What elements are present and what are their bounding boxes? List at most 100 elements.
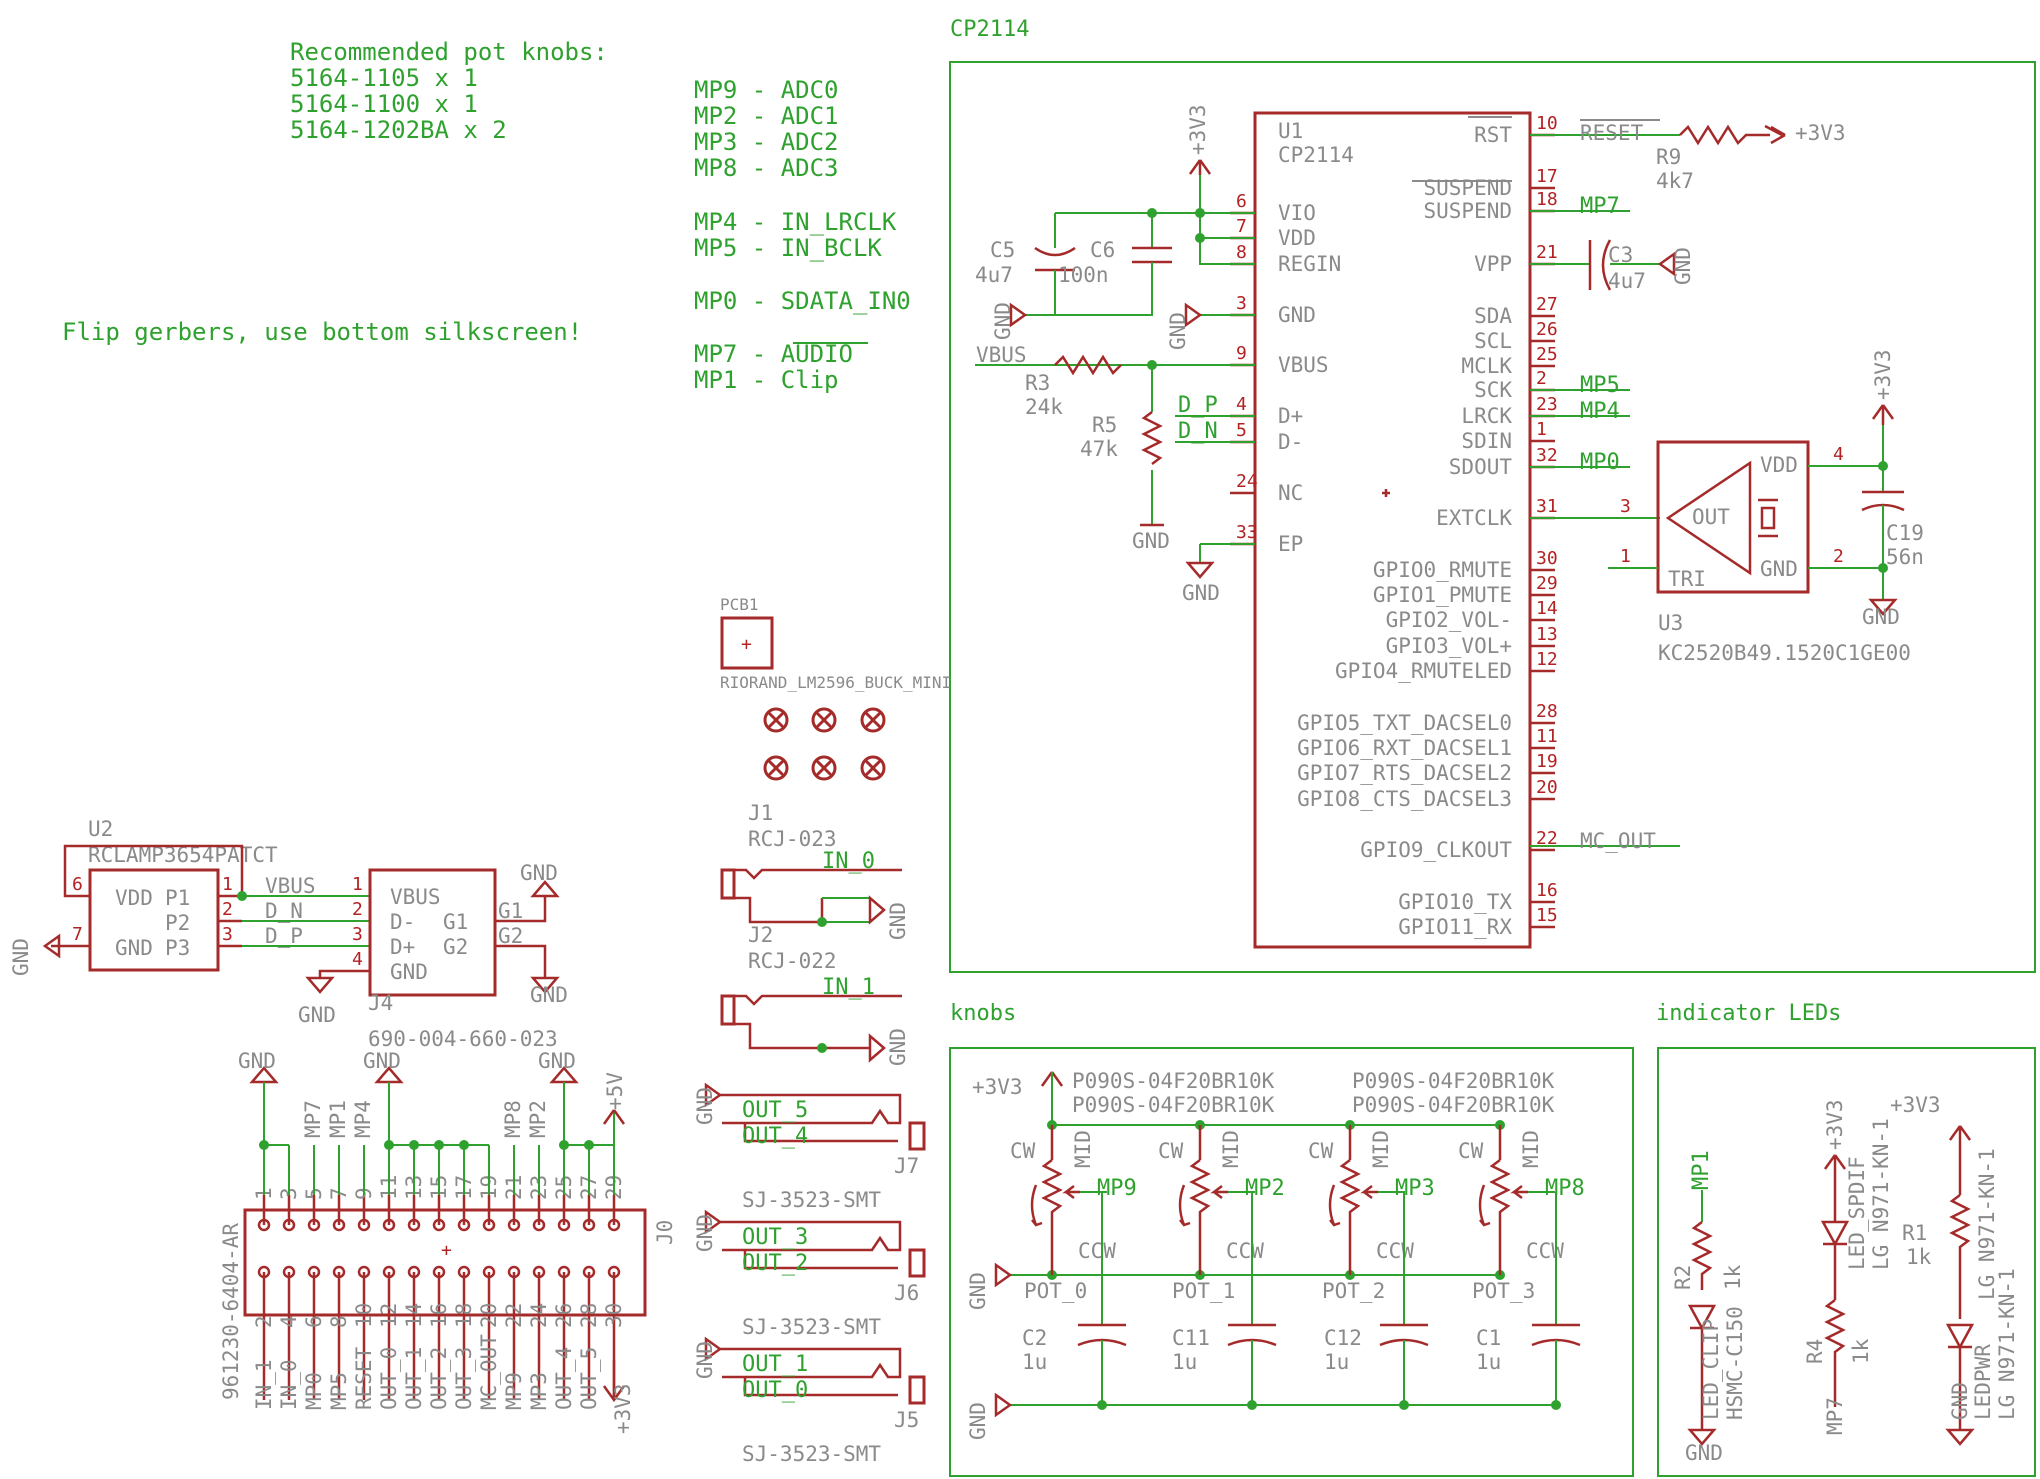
u3-3v3-arrow: [1871, 404, 1895, 420]
u1-pin-name-24: NC: [1278, 481, 1303, 505]
j0-5v-label: +5V: [603, 1072, 627, 1110]
j0-bottom-pin-16: 16: [427, 1303, 451, 1328]
r9-supply: +3V3: [1795, 121, 1846, 145]
pcb1-value: RIORAND_LM2596_BUCK_MINI: [720, 673, 951, 692]
c5-ref: C5: [990, 238, 1015, 262]
j4-vbus: VBUS: [390, 885, 441, 909]
j0-bottom-pin-30: 30: [602, 1303, 626, 1328]
u1-pin-num-16: 16: [1536, 880, 1558, 901]
knobs-gnd-label: GND: [966, 1272, 990, 1310]
u3-gnd: GND: [1760, 557, 1798, 581]
j0-bottom-net-OUT_2: OUT_2: [427, 1347, 451, 1410]
u1-pin-name-17: SUSPEND: [1423, 176, 1512, 200]
j0-bottom-net-MP5: MP5: [327, 1372, 351, 1410]
led-spdif-3v3: +3V3: [1823, 1099, 1847, 1150]
mp-note-8: MP1 - Clip: [694, 366, 839, 394]
pcb1-module: + PCB1 RIORAND_LM2596_BUCK_MINI: [720, 595, 951, 781]
svg-text:+: +: [441, 1240, 452, 1261]
u1-pin-num-22: 22: [1536, 828, 1558, 849]
j1-value: RCJ-023: [748, 827, 837, 851]
pcb1-hole: [811, 707, 837, 733]
pot-mid-2: MID: [1369, 1130, 1393, 1168]
j1-ref: J1: [748, 801, 773, 825]
leds-section: MP1 GND R2 1k LED_CLIP HSMC-C150 +3V3 LE…: [1671, 1093, 2019, 1465]
r4-ref: R4: [1803, 1339, 1827, 1364]
u1-pin-num-13: 13: [1536, 624, 1558, 645]
net-mp7-u1: MP7: [1580, 194, 1620, 219]
led-spdif-symbol: [1820, 1220, 1850, 1247]
u1-pin-num-24: 24: [1236, 471, 1258, 492]
sj-jack-J7: [720, 1093, 902, 1125]
mp-note-4: MP4 - IN_LRCLK: [694, 208, 897, 236]
u1-pin-name-31: EXTCLK: [1436, 506, 1512, 530]
r4-value: 1k: [1849, 1338, 1873, 1364]
u3-body: [1656, 440, 1810, 594]
mp-note-5: MP5 - IN_BCLK: [694, 234, 882, 262]
r5-symbol: [1141, 411, 1163, 465]
j4-pin-3: 3: [352, 924, 363, 945]
j0-gnd-label: GND: [363, 1049, 401, 1073]
ledpwr-3v3: +3V3: [1890, 1093, 1941, 1117]
cap-value-C12: 1u: [1324, 1350, 1349, 1374]
u1-pin-num-1: 1: [1536, 419, 1547, 440]
pot-mid-0: MID: [1071, 1130, 1095, 1168]
r3-ref: R3: [1025, 371, 1050, 395]
u2-vdd: VDD: [115, 886, 153, 910]
u2-gnd-label: GND: [9, 938, 33, 976]
r2-ref: R2: [1671, 1265, 1695, 1290]
j0-gnd-label: GND: [238, 1049, 276, 1073]
pot-cw-0: CW: [1010, 1139, 1036, 1163]
j0-top-net-MP2: MP2: [526, 1100, 550, 1138]
j4-g1-gnd-label: GND: [520, 861, 558, 885]
sj-ref-J6: J6: [894, 1281, 919, 1305]
knob-note-2: 5164-1100 x 1: [290, 90, 478, 118]
r1-value: 1k: [1906, 1245, 1932, 1269]
j0-gnd-label: GND: [538, 1049, 576, 1073]
u1-ref: U1: [1278, 119, 1303, 143]
sj-net-OUT_2: OUT_2: [742, 1251, 808, 1276]
sj-net-OUT_5: OUT_5: [742, 1098, 808, 1123]
frame-knobs: [949, 1047, 1634, 1477]
pot-net-MP3: MP3: [1395, 1176, 1435, 1201]
pot-ref-POT_3: POT_3: [1472, 1279, 1535, 1303]
u3-gnd-label: GND: [1862, 605, 1900, 629]
j4-g2: G2: [443, 935, 468, 959]
j4-pin-1: 1: [352, 874, 363, 895]
knob-note-3: 5164-1202BA x 2: [290, 116, 507, 144]
j4-ref: J4: [368, 991, 393, 1015]
u1-3v3-label: +3V3: [1186, 104, 1210, 155]
u1-pin-num-2: 2: [1536, 368, 1547, 389]
led-spdif-ref: LED_SPDIF: [1845, 1156, 1869, 1270]
u2-net-dp: D_P: [265, 924, 303, 948]
u3-vdd: VDD: [1760, 453, 1798, 477]
pot-mid-1: MID: [1219, 1130, 1243, 1168]
u1-pin-name-25: MCLK: [1461, 354, 1512, 378]
gnd-c5-label: GND: [991, 302, 1015, 340]
u1-pin-num-12: 12: [1536, 649, 1558, 670]
net-reset: RESET: [1580, 121, 1644, 145]
pcb1-body: [720, 616, 774, 670]
u1-pin-num-6: 6: [1236, 191, 1247, 212]
r1-ref: R1: [1902, 1221, 1927, 1245]
u1-pin-num-5: 5: [1236, 420, 1247, 441]
r9-ref: R9: [1656, 145, 1681, 169]
u1-passives: +3V3 R9 4k7 +3V3 C5 4u7 C6 100n GND GND …: [975, 104, 1846, 605]
cap-ref-C12: C12: [1324, 1326, 1362, 1350]
j0-body: [243, 1208, 647, 1317]
sj-gnd-label: GND: [693, 1341, 717, 1379]
cap-value-C2: 1u: [1022, 1350, 1047, 1374]
u1-pin-name-11: GPIO6_RXT_DACSEL1: [1297, 736, 1512, 760]
u1-pin-num-17: 17: [1536, 166, 1558, 187]
u1-pin-name-2: SCK: [1474, 378, 1512, 402]
gnd-ep-label: GND: [1182, 581, 1220, 605]
svg-text:G1: G1: [498, 899, 523, 923]
u3-triangle: [1665, 460, 1752, 576]
j0-bottom-pin-24: 24: [527, 1303, 551, 1328]
mp-note-6: MP0 - SDATA_IN0: [694, 287, 911, 315]
pot-ccw-0: CCW: [1078, 1239, 1116, 1263]
j0-bottom-pin-20: 20: [477, 1303, 501, 1328]
